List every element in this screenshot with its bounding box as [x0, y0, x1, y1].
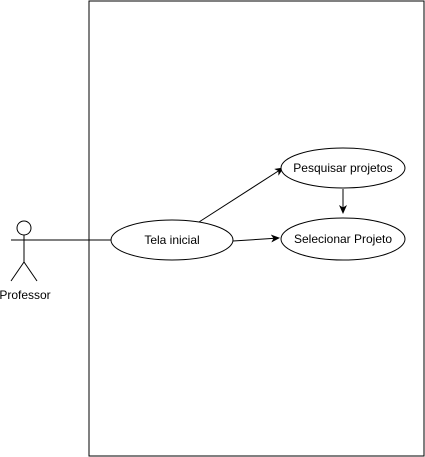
actor-label: Professor [0, 288, 51, 302]
use-case-label: Selecionar Projeto [294, 232, 392, 246]
use-case-tela-inicial[interactable]: Tela inicial [110, 219, 234, 261]
use-case-selecionar-projeto[interactable]: Selecionar Projeto [280, 217, 406, 261]
arrow-tela-inicial-to-selecionar-projeto [232, 234, 280, 243]
actor-stick-figure-icon [10, 220, 38, 282]
arrow-tela-inicial-to-pesquisar-projetos [198, 167, 284, 223]
use-case-pesquisar-projetos[interactable]: Pesquisar projetos [280, 147, 406, 189]
use-case-label: Pesquisar projetos [293, 161, 392, 175]
use-case-label: Tela inicial [144, 233, 199, 247]
